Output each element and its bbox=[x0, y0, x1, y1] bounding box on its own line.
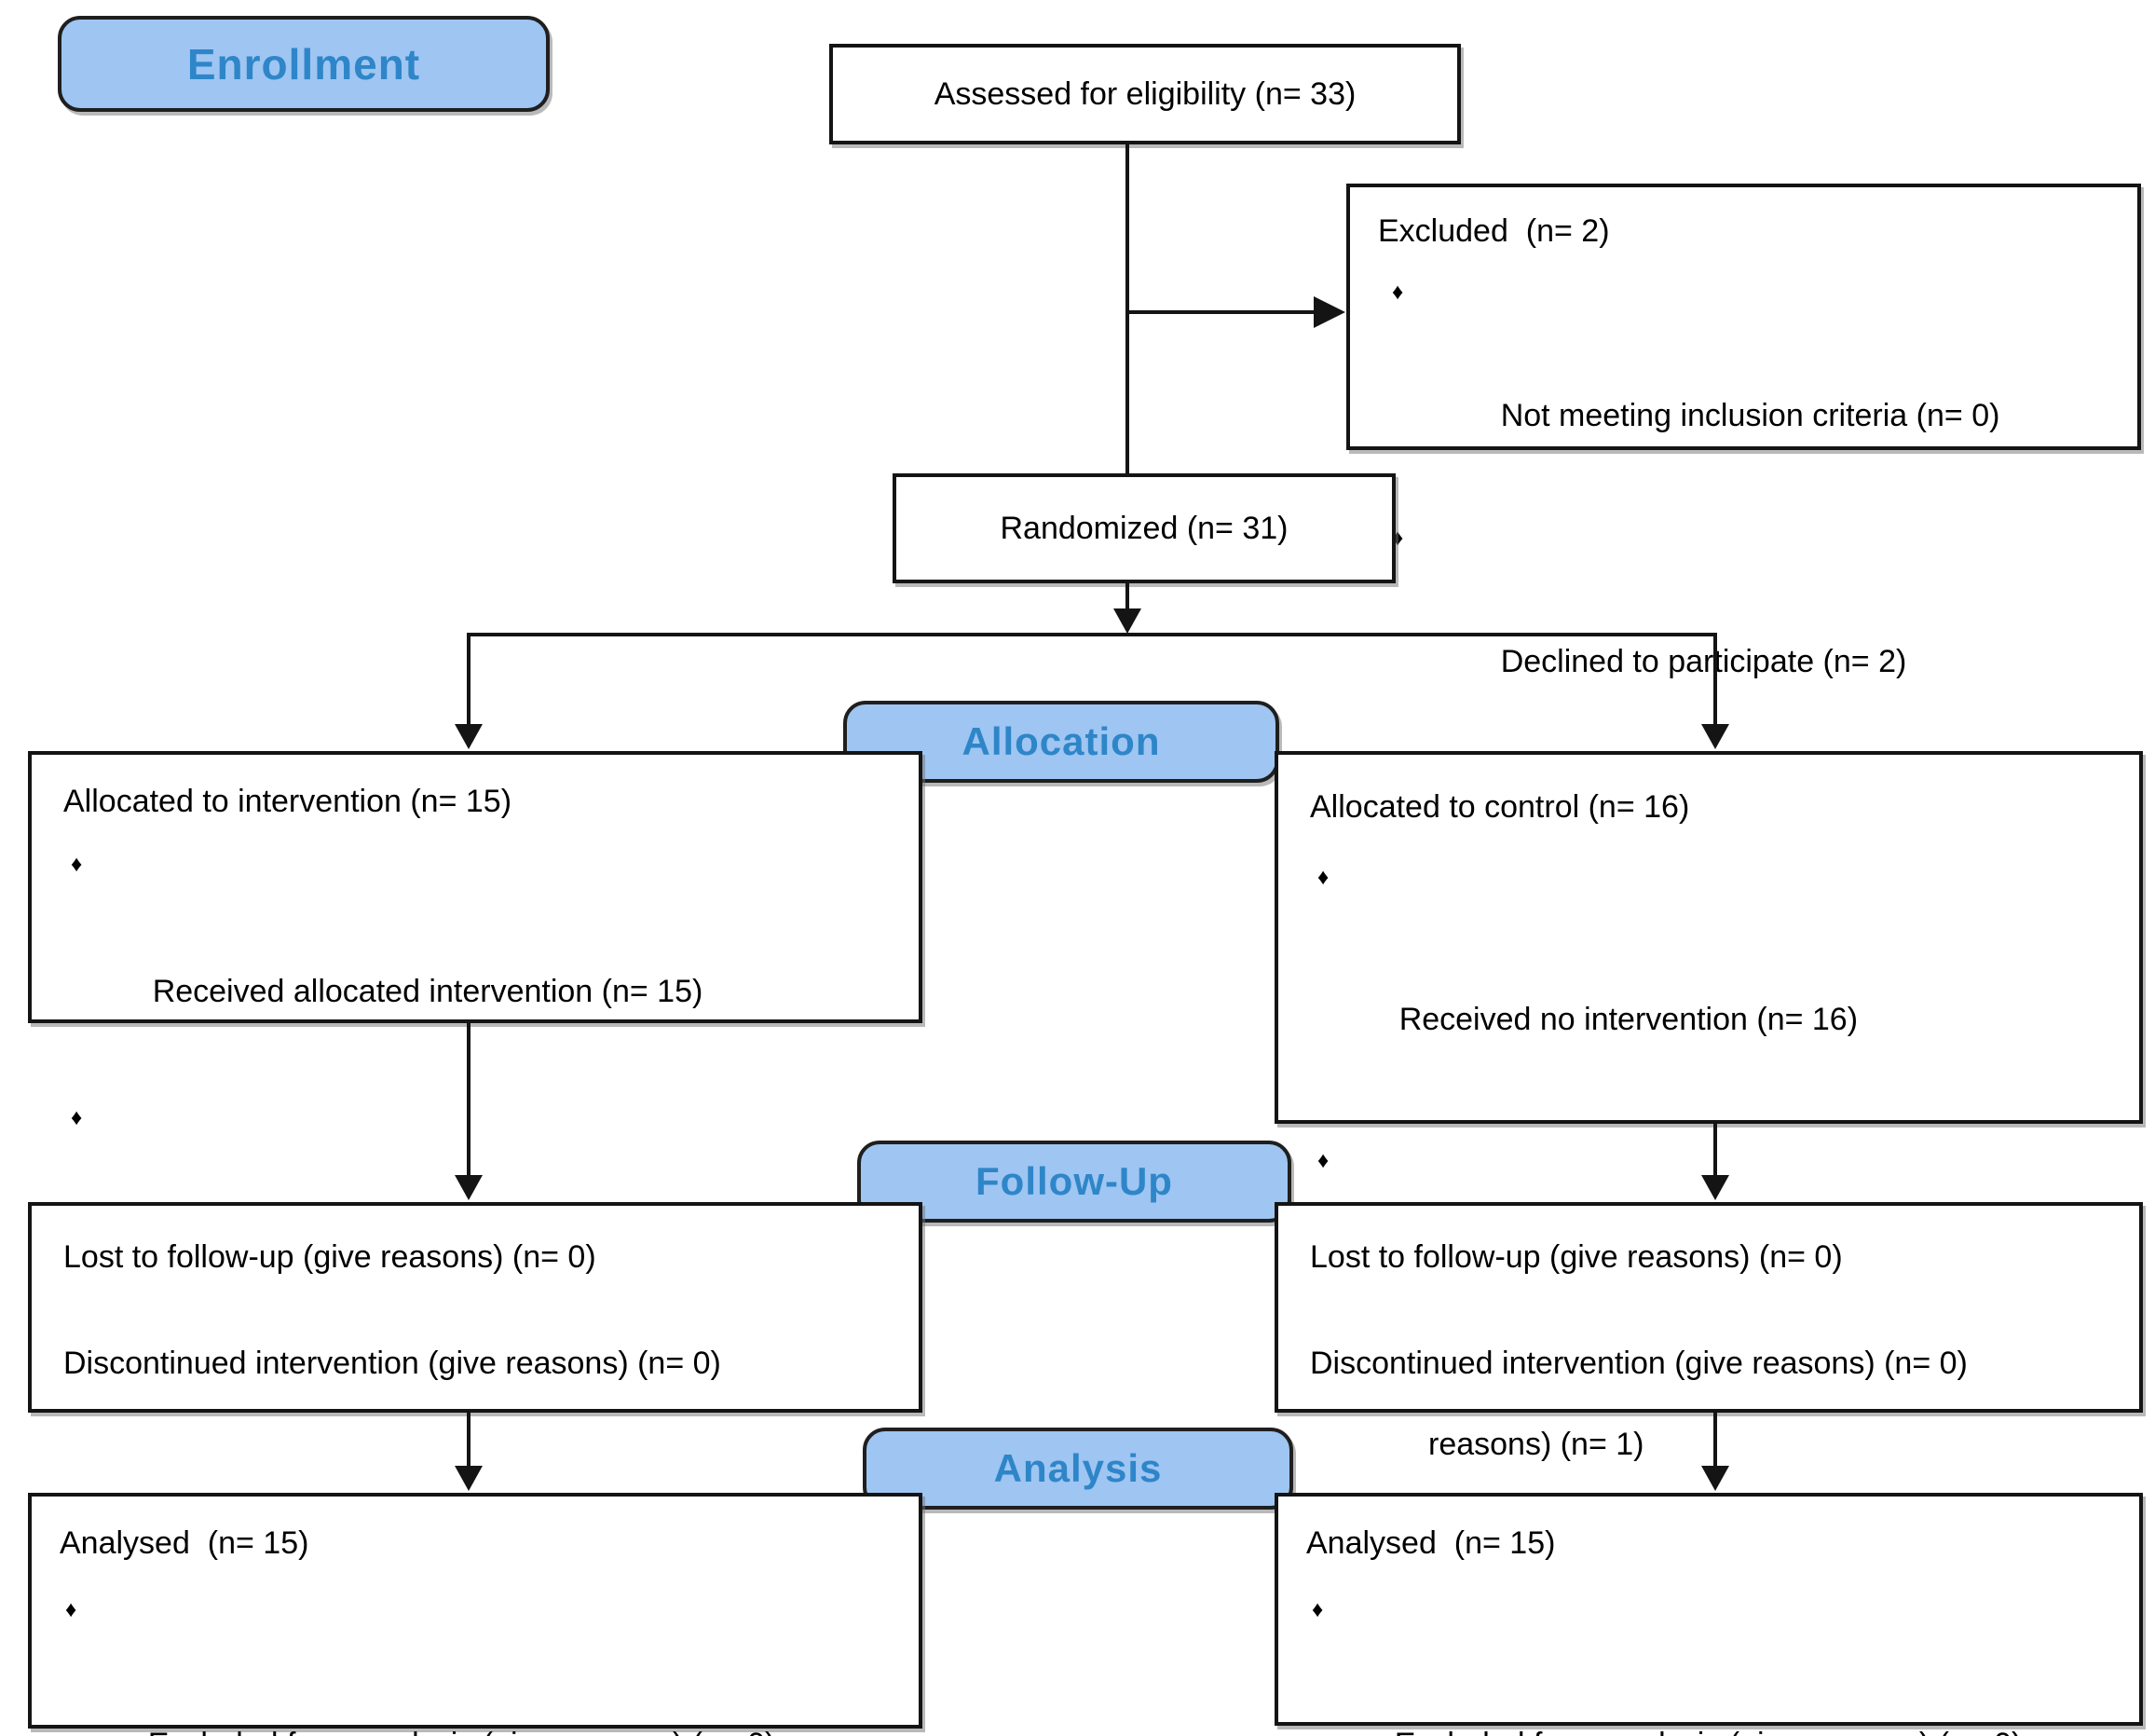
connector-followup-to-analysis-right bbox=[1713, 1413, 1717, 1467]
randomized-text: Randomized (n= 31) bbox=[1000, 510, 1289, 546]
connector-intervention-to-followup bbox=[467, 1023, 471, 1176]
analysed-control-item: ♦ Excluded from analysis (give reasons) … bbox=[1278, 1577, 2139, 1736]
connector-followup-to-analysis-left bbox=[467, 1413, 471, 1467]
assessed-for-eligibility-box: Assessed for eligibility (n= 33) bbox=[829, 44, 1461, 144]
followup-control-box: Lost to follow-up (give reasons) (n= 0) … bbox=[1275, 1202, 2143, 1413]
followup-intervention-line2: Discontinued intervention (give reasons)… bbox=[63, 1346, 721, 1381]
excluded-item-text: Not meeting inclusion criteria (n= 0) bbox=[1500, 398, 2000, 433]
stage-label-allocation-text: Allocation bbox=[962, 719, 1161, 763]
allocated-control-item-continuation: reasons) (n= 1) bbox=[1428, 1427, 1644, 1462]
connector-control-to-followup bbox=[1713, 1124, 1717, 1176]
connector-assessed-to-randomized bbox=[1125, 143, 1129, 475]
allocated-intervention-box: Allocated to intervention (n= 15) ♦ Rece… bbox=[28, 751, 922, 1389]
analysed-control-title: Analysed (n= 15) bbox=[1306, 1525, 1556, 1561]
bullet-diamond-icon: ♦ bbox=[1317, 865, 1330, 890]
arrowhead-down-icon bbox=[455, 1175, 483, 1200]
branch-line bbox=[469, 633, 1717, 636]
bullet-diamond-icon: ♦ bbox=[1392, 280, 1404, 305]
bullet-diamond-icon: ♦ bbox=[1312, 1597, 1324, 1622]
excluded-box: Excluded (n= 2) ♦ Not meeting inclusion … bbox=[1346, 184, 2141, 925]
allocated-control-box: Allocated to control (n= 16) ♦ Received … bbox=[1275, 751, 2143, 1674]
arrowhead-down-icon bbox=[1113, 608, 1141, 634]
allocated-control-title: Allocated to control (n= 16) bbox=[1310, 789, 1690, 825]
bullet-diamond-icon: ♦ bbox=[71, 1105, 83, 1130]
allocated-control-item-text: Received no intervention (n= 16) bbox=[1398, 1002, 1859, 1037]
excluded-item: ♦ Not meeting inclusion criteria (n= 0) bbox=[1350, 262, 2137, 508]
connector-branch-to-control bbox=[1713, 633, 1717, 724]
analysed-intervention-item: ♦ Excluded from analysis (give reasons) … bbox=[32, 1577, 919, 1736]
connector-to-excluded bbox=[1127, 310, 1316, 314]
analysed-intervention-item-text: Excluded from analysis (give reasons) (n… bbox=[148, 1727, 776, 1736]
stage-label-analysis-text: Analysis bbox=[993, 1446, 1163, 1490]
excluded-item-text: Declined to participate (n= 2) bbox=[1500, 644, 1907, 679]
followup-control-line2: Discontinued intervention (give reasons)… bbox=[1310, 1346, 1968, 1381]
stage-label-follow-up-text: Follow-Up bbox=[975, 1159, 1173, 1203]
bullet-diamond-icon: ♦ bbox=[65, 1597, 77, 1622]
assessed-text: Assessed for eligibility (n= 33) bbox=[934, 75, 1357, 112]
connector-branch-to-intervention bbox=[467, 633, 471, 724]
arrowhead-down-icon bbox=[1701, 1466, 1729, 1491]
followup-intervention-box: Lost to follow-up (give reasons) (n= 0) … bbox=[28, 1202, 922, 1413]
followup-intervention-line1: Lost to follow-up (give reasons) (n= 0) bbox=[63, 1239, 596, 1275]
allocated-intervention-item-text: Received allocated intervention (n= 15) bbox=[152, 974, 703, 1009]
allocated-intervention-item: ♦ Received allocated intervention (n= 15… bbox=[32, 833, 919, 1087]
allocated-intervention-title: Allocated to intervention (n= 15) bbox=[63, 784, 512, 819]
arrowhead-down-icon bbox=[455, 724, 483, 749]
stage-label-analysis: Analysis bbox=[863, 1428, 1293, 1510]
followup-control-line1: Lost to follow-up (give reasons) (n= 0) bbox=[1310, 1239, 1843, 1275]
arrowhead-down-icon bbox=[455, 1466, 483, 1491]
analysed-control-item-text: Excluded from analysis (give reasons) (n… bbox=[1395, 1727, 2023, 1736]
connector-randomized-to-branch bbox=[1125, 581, 1129, 611]
arrowhead-down-icon bbox=[1701, 1175, 1729, 1200]
allocated-control-item: ♦ Received no intervention (n= 16) bbox=[1278, 842, 2139, 1126]
excluded-title: Excluded (n= 2) bbox=[1378, 213, 1610, 249]
arrowhead-right-icon bbox=[1314, 296, 1345, 328]
stage-label-enrollment-text: Enrollment bbox=[186, 39, 421, 89]
stage-label-enrollment: Enrollment bbox=[58, 16, 550, 112]
bullet-diamond-icon: ♦ bbox=[1317, 1148, 1330, 1173]
randomized-box: Randomized (n= 31) bbox=[893, 473, 1396, 583]
analysed-intervention-title: Analysed (n= 15) bbox=[60, 1525, 309, 1561]
stage-label-follow-up: Follow-Up bbox=[857, 1141, 1291, 1223]
analysed-control-box: Analysed (n= 15) ♦ Excluded from analysi… bbox=[1275, 1493, 2143, 1736]
analysed-intervention-box: Analysed (n= 15) ♦ Excluded from analysi… bbox=[28, 1493, 922, 1736]
bullet-diamond-icon: ♦ bbox=[71, 852, 83, 877]
arrowhead-down-icon bbox=[1701, 724, 1729, 749]
excluded-item: ♦ Declined to participate (n= 2) bbox=[1350, 508, 2137, 754]
